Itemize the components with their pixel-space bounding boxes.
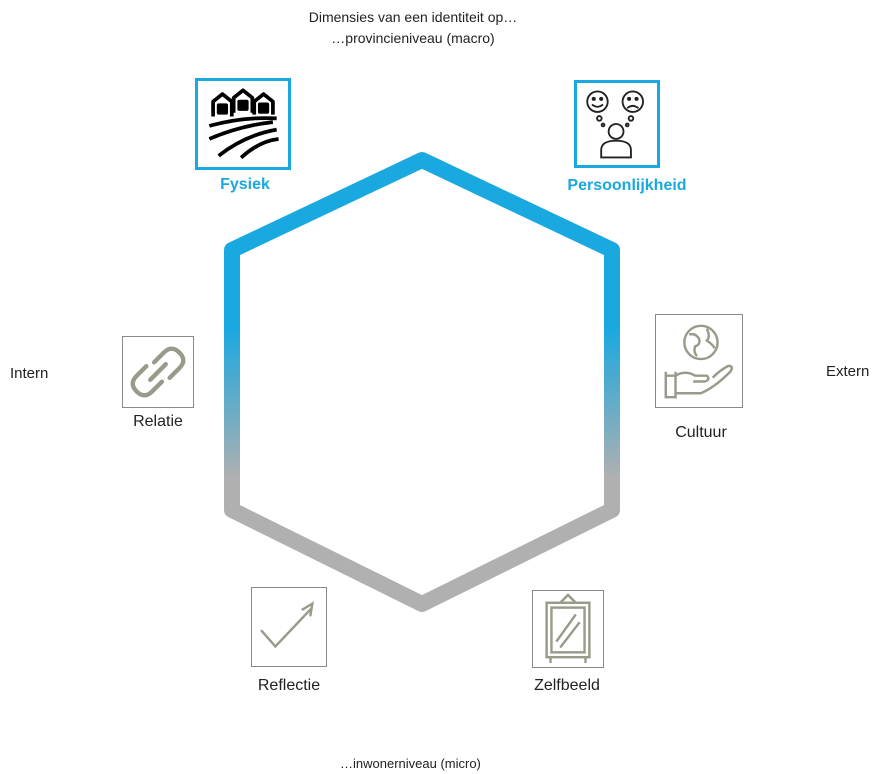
dimension-label-zelfbeeld: Zelfbeeld [534, 677, 600, 694]
globe-in-hand-icon [655, 314, 743, 408]
village-field-icon [195, 78, 291, 170]
dimension-label-cultuur: Cultuur [675, 424, 727, 441]
dimension-label-fysiek: Fysiek [220, 176, 270, 193]
dimension-label-reflectie: Reflectie [257, 677, 321, 694]
axis-label-extern: Extern [826, 363, 870, 380]
dimension-label-persoonlijkheid: Persoonlijkheid [567, 177, 687, 194]
dimension-label-relatie: Relatie [133, 413, 183, 430]
diagram-title-line2: …provincieniveau (macro) [331, 30, 495, 46]
emotions-person-icon [574, 80, 660, 168]
axis-label-intern: Intern [10, 365, 49, 382]
diagram-bottom-caption: …inwonerniveau (micro) [340, 756, 481, 771]
mirror-icon [532, 590, 604, 668]
checkmark-icon [251, 587, 327, 667]
chain-link-icon [122, 336, 194, 408]
diagram-title-line1: Dimensies van een identiteit op… [308, 9, 518, 25]
